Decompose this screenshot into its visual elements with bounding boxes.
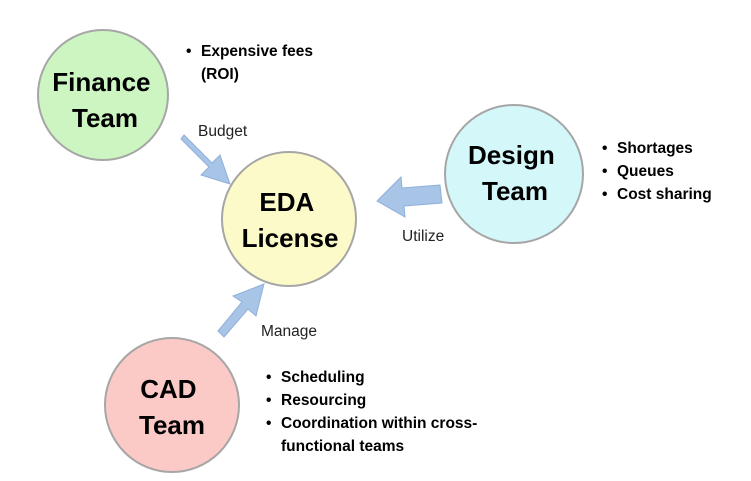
eda-license-node	[221, 151, 357, 287]
finance-note-text: Expensive fees	[201, 43, 314, 60]
design-team-notes: Shortages Queues Cost sharing	[602, 137, 712, 206]
manage-arrow	[217, 283, 265, 338]
cad-team-label: CAD Team	[139, 374, 205, 440]
budget-label: Budget	[198, 123, 248, 140]
finance-team-notes: Expensive fees (ROI)	[186, 40, 313, 86]
design-team-node	[444, 104, 584, 244]
finance-note-item: Expensive fees (ROI)	[186, 40, 313, 86]
finance-team-label-line-2: Team	[72, 103, 138, 133]
design-note-item: Cost sharing	[602, 183, 712, 206]
cad-note-text-continued: functional teams	[281, 438, 405, 455]
utilize-label: Utilize	[402, 228, 444, 245]
eda-license-label-line-2: License	[242, 223, 339, 253]
utilize-arrow	[376, 175, 443, 218]
cad-team-label-line-2: Team	[139, 410, 205, 440]
design-note-item: Queues	[602, 160, 712, 183]
finance-team-label-line-1: Finance	[52, 67, 150, 97]
budget-arrow	[180, 134, 231, 185]
design-team-label-line-2: Team	[482, 176, 548, 206]
finance-note-text-continued: (ROI)	[201, 66, 239, 83]
cad-note-item: Coordination within cross- functional te…	[266, 412, 477, 458]
cad-note-item: Resourcing	[266, 389, 477, 412]
cad-team-label-line-1: CAD	[140, 374, 196, 404]
eda-license-label-line-1: EDA	[259, 187, 314, 217]
cad-team-node	[104, 337, 240, 473]
manage-label: Manage	[261, 323, 317, 340]
design-note-item: Shortages	[602, 137, 712, 160]
cad-note-text: Coordination within cross-	[281, 415, 478, 432]
design-team-label-line-1: Design	[468, 140, 555, 170]
cad-team-notes: Scheduling Resourcing Coordination withi…	[266, 366, 477, 458]
eda-license-label: EDA License	[242, 187, 339, 253]
finance-team-label: Finance Team	[52, 67, 157, 133]
finance-team-node	[37, 29, 169, 161]
design-team-label: Design Team	[468, 140, 562, 206]
cad-note-item: Scheduling	[266, 366, 477, 389]
